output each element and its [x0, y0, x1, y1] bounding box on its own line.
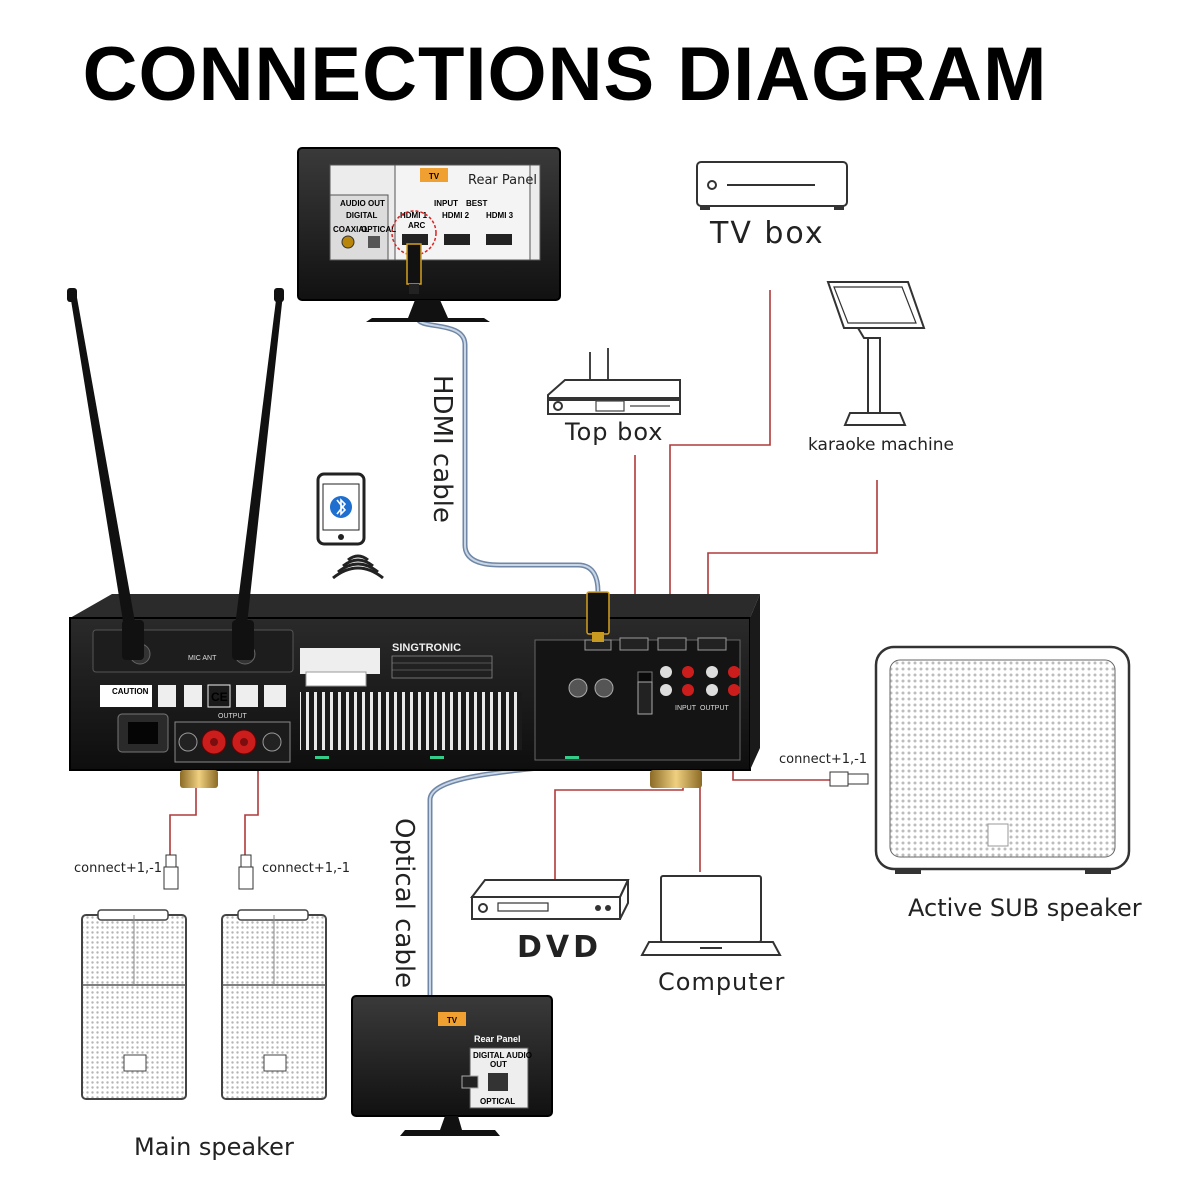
foot-right	[650, 770, 702, 788]
tv-box-label: TV box	[709, 216, 825, 251]
brand-label: SINGTRONIC	[392, 642, 461, 654]
tv-bottom-stand	[400, 1116, 500, 1136]
foot-left	[180, 770, 218, 788]
tv-top-hdmi1: HDMI 1	[400, 211, 428, 220]
main-speaker-right	[221, 909, 327, 1100]
hdmi-arc-highlight	[391, 210, 437, 256]
karaoke-machine-label: karaoke machine	[808, 435, 954, 455]
ce-icon: CE	[211, 690, 228, 704]
vent-grille	[300, 692, 522, 750]
main-right-line	[244, 770, 259, 860]
computer-label: Computer	[658, 968, 785, 996]
tv-top-best: BEST	[466, 199, 487, 208]
caution-label	[100, 685, 152, 707]
house-icon	[236, 685, 258, 707]
tv-bottom-tag	[438, 1012, 466, 1026]
tv-bottom-digital-audio: DIGITAL AUDIO	[473, 1051, 532, 1060]
smartphone-bluetooth-icon	[316, 472, 366, 546]
page-title: CONNECTIONS DIAGRAM	[83, 32, 1048, 117]
tv-top-hdmi2: HDMI 2	[442, 211, 470, 220]
tvbox-line	[669, 290, 771, 640]
main-right-connect-label: connect+1,-1	[262, 861, 350, 876]
tv-top-stand	[366, 300, 490, 322]
main-left-connector	[163, 854, 179, 890]
tv-bottom-optical: OPTICAL	[480, 1097, 515, 1106]
tv-top-digital: DIGITAL	[346, 211, 378, 220]
tv-bottom-out: OUT	[490, 1060, 507, 1069]
top-box-label: Top box	[564, 418, 664, 446]
amplifier: MIC ANT SINGTRONIC CAUTION CE OUTPUT	[67, 288, 760, 788]
optical-plug-amp	[637, 681, 653, 715]
active-sub-label: Active SUB speaker	[908, 894, 1142, 922]
hdmi-plug-amp	[586, 591, 610, 635]
tv-top-tag	[420, 168, 448, 182]
tv-top: TV Rear Panel AUDIO OUT DIGITAL COAXIAL …	[297, 147, 561, 322]
tv-bottom-rear-panel: Rear Panel	[474, 1034, 521, 1044]
tv-top-input: INPUT	[434, 199, 458, 208]
hdmi-port-3	[486, 234, 512, 245]
hdmi-port-2	[444, 234, 470, 245]
antenna-right	[232, 292, 283, 652]
dvd-label: DVD	[517, 930, 602, 965]
io-output-label: OUTPUT	[700, 705, 730, 712]
main-left-connect-label: connect+1,-1	[74, 861, 162, 876]
karaoke-machine-device	[826, 281, 926, 426]
tv-top-optical: OPTICAL	[361, 225, 396, 234]
cert-icon	[158, 685, 176, 707]
tv-top-tag-text: TV	[429, 172, 440, 181]
antenna-left	[70, 292, 140, 652]
main-speaker-left	[81, 909, 187, 1100]
main-right-connector	[238, 854, 254, 890]
svg-text:CAUTION: CAUTION	[112, 687, 149, 696]
tv-top-audio-out: AUDIO OUT	[340, 199, 385, 208]
tv-top-coaxial: COAXIAL	[333, 225, 369, 234]
amp-output-label: OUTPUT	[218, 713, 248, 720]
tv-top-hdmi3: HDMI 3	[486, 211, 514, 220]
io-input-label: INPUT	[675, 705, 697, 712]
top-box-device	[547, 348, 681, 415]
hdmi-port-1	[402, 234, 428, 245]
optical-plug-tv	[461, 1075, 479, 1089]
tv-top-rear-panel: Rear Panel	[468, 173, 537, 188]
wireless-signal-icon	[332, 554, 384, 580]
connection-lines	[169, 290, 878, 880]
main-left-line	[169, 770, 197, 860]
active-sub-speaker	[874, 645, 1131, 874]
sub-connect-label: connect+1,-1	[779, 752, 867, 767]
hdmi-plug-top	[406, 243, 422, 285]
recycle-icon	[264, 685, 286, 707]
tv-bottom: TV Rear Panel DIGITAL AUDIO OUT OPTICAL	[351, 995, 553, 1136]
main-speaker-label: Main speaker	[134, 1133, 294, 1161]
hdmi-in-1	[619, 637, 649, 651]
hdmi-cable-label: HDMI cable	[427, 375, 457, 523]
hdmi-in-2	[657, 637, 687, 651]
dvd-device	[469, 879, 630, 920]
sub-connector	[829, 771, 869, 787]
tv-box-device	[696, 161, 848, 210]
tv-bottom-tag-text: TV	[447, 1016, 458, 1025]
mic-ant-label: MIC ANT	[188, 655, 217, 662]
hdmi-arc-port	[697, 637, 727, 651]
manual-icon	[184, 685, 202, 707]
optical-cable-label: Optical cable	[389, 818, 419, 988]
laptop-device	[640, 875, 782, 956]
tv-top-arc: ARC	[408, 221, 426, 230]
hdmi-cable	[415, 287, 601, 595]
